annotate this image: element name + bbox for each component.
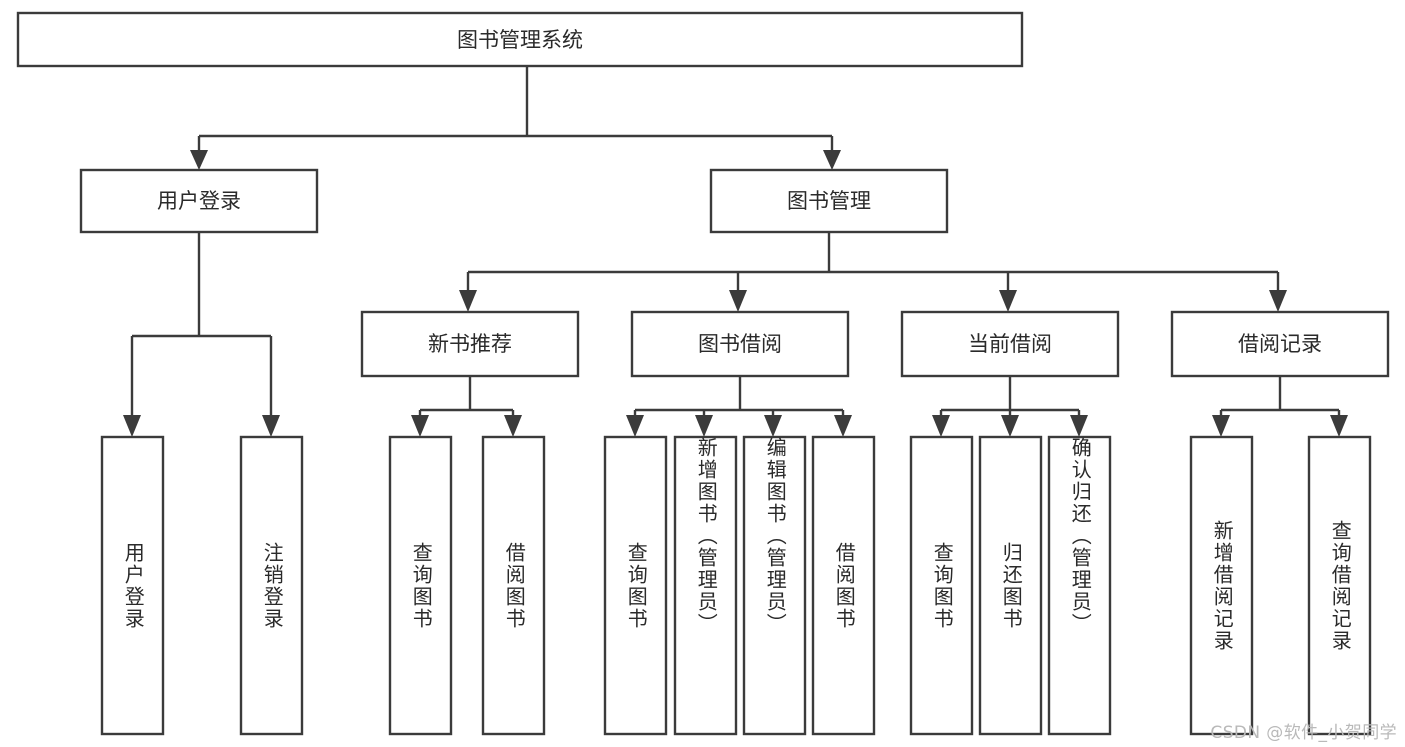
leaf-box-book-borrow-1[interactable] [673,435,738,736]
node-root[interactable]: 图书管理系统 [16,11,1024,68]
arrow-head-icon [695,415,713,437]
node-root-box[interactable] [16,11,1024,68]
node-new-book-recommend-label: 新书推荐 [428,332,512,356]
node-book-borrow-box[interactable] [630,310,850,378]
arrow-head-icon [411,415,429,437]
node-root-label: 图书管理系统 [457,28,583,52]
arrow-head-icon [823,150,841,170]
connector-group-root-to-level2 [190,66,841,170]
leaf-box-current-borrow-2[interactable] [1047,435,1112,736]
node-new-book-recommend[interactable]: 新书推荐 [360,310,580,378]
arrow-head-icon [834,415,852,437]
leaf-box-current-borrow-0[interactable] [909,435,974,736]
node-book-management[interactable]: 图书管理 [709,168,949,234]
leaf-box-borrow-record-0[interactable] [1189,435,1254,736]
arrow-head-icon [1212,415,1230,437]
arrow-head-icon [626,415,644,437]
leaf-box-current-borrow-1[interactable] [978,435,1043,736]
leaf-box-book-borrow-2[interactable] [742,435,807,736]
arrow-head-icon [1330,415,1348,437]
node-user-login-label: 用户登录 [157,189,241,213]
connector-group-newbook-to-leaves [411,376,522,437]
node-new-book-recommend-box[interactable] [360,310,580,378]
node-book-management-box[interactable] [709,168,949,234]
connector-group-userlogin-to-leaves [123,232,280,437]
arrow-head-icon [1070,415,1088,437]
node-current-borrow-label: 当前借阅 [968,332,1052,356]
leaf-box-user-login-0[interactable] [100,435,165,736]
arrow-head-icon [932,415,950,437]
arrow-head-icon [764,415,782,437]
arrow-head-icon [729,290,747,312]
leaf-box-borrow-record-1[interactable] [1307,435,1372,736]
leaf-box-new-book-1[interactable] [481,435,546,736]
arrow-head-icon [1269,290,1287,312]
leaf-box-book-borrow-0[interactable] [603,435,668,736]
connector-group-bookborrow-to-leaves [626,376,852,437]
node-current-borrow-box[interactable] [900,310,1120,378]
node-book-borrow-label: 图书借阅 [698,332,782,356]
arrow-head-icon [190,150,208,170]
node-book-management-label: 图书管理 [787,189,871,213]
arrow-head-icon [1001,415,1019,437]
connector-group-booklm-to-level3 [459,232,1287,312]
connector-group-currentborrow-to-leaves [932,376,1088,437]
leaf-box-new-book-0[interactable] [388,435,453,736]
connector-group-borrowrecord-to-leaves [1212,376,1348,437]
leaf-box-user-login-1[interactable] [239,435,304,736]
arrow-head-icon [999,290,1017,312]
node-borrow-record-box[interactable] [1170,310,1390,378]
arrow-head-icon [262,415,280,437]
arrow-head-icon [504,415,522,437]
watermark-text: CSDN @软件_小贺同学 [1210,723,1397,743]
arrow-head-icon [123,415,141,437]
node-current-borrow[interactable]: 当前借阅 [900,310,1120,378]
node-book-borrow[interactable]: 图书借阅 [630,310,850,378]
node-user-login[interactable]: 用户登录 [79,168,319,234]
leaf-box-book-borrow-3[interactable] [811,435,876,736]
arrow-head-icon [459,290,477,312]
node-borrow-record[interactable]: 借阅记录 [1170,310,1390,378]
node-user-login-box[interactable] [79,168,319,234]
node-borrow-record-label: 借阅记录 [1238,332,1322,356]
